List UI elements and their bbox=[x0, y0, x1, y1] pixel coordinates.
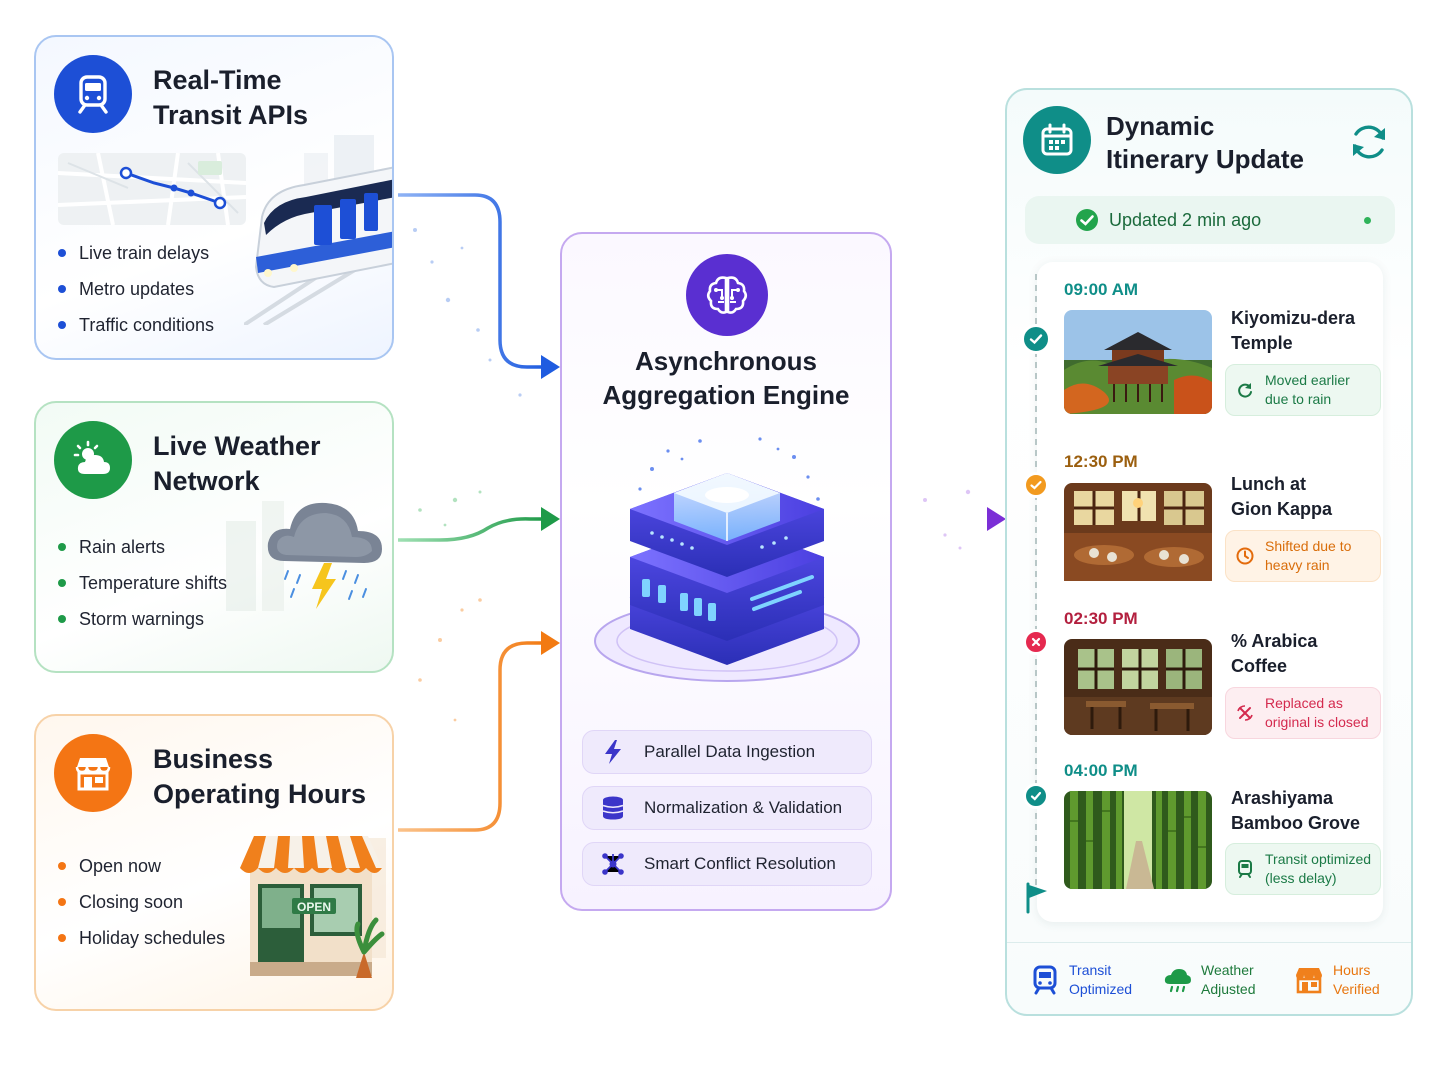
flag-icon bbox=[1026, 882, 1047, 914]
calendar-icon bbox=[1023, 106, 1091, 174]
hours-source-card: Business Operating Hours OPEN Open now C… bbox=[34, 714, 394, 1011]
weather-connector bbox=[398, 517, 545, 542]
list-item: Holiday schedules bbox=[58, 920, 225, 956]
check-circle-icon bbox=[1076, 209, 1098, 231]
rotate-icon bbox=[1238, 383, 1252, 398]
stop-change-note: Transit optimized(less delay) bbox=[1225, 843, 1381, 895]
timeline-line bbox=[1035, 274, 1037, 888]
transit-bullet-list: Live train delays Metro updates Traffic … bbox=[58, 235, 214, 343]
lightning-icon bbox=[605, 740, 621, 764]
aggregation-engine-card: Asynchronous Aggregation Engine Parallel… bbox=[560, 232, 892, 911]
open-sign: OPEN bbox=[296, 900, 331, 914]
cloud-rain-icon bbox=[1164, 969, 1191, 993]
network-nodes-icon bbox=[602, 853, 624, 875]
transit-card-title: Real-Time Transit APIs bbox=[153, 65, 309, 130]
itinerary-title: Dynamic Itinerary Update bbox=[1106, 111, 1304, 174]
hours-connector bbox=[398, 641, 545, 832]
list-item: Traffic conditions bbox=[58, 307, 214, 343]
list-item: Storm warnings bbox=[58, 601, 227, 637]
itinerary-card: Dynamic Itinerary Update Updated 2 min a… bbox=[1005, 88, 1413, 1016]
list-item: Metro updates bbox=[58, 271, 214, 307]
close-icon bbox=[1023, 629, 1049, 655]
train-illustration bbox=[244, 135, 392, 325]
train-icon bbox=[1033, 965, 1057, 995]
database-icon bbox=[602, 796, 624, 820]
cafe-photo bbox=[1064, 639, 1212, 735]
weather-card-title: Live Weather Network bbox=[153, 431, 321, 496]
temple-photo bbox=[1064, 310, 1212, 414]
list-item: Temperature shifts bbox=[58, 565, 227, 601]
weather-source-card: Live Weather Network Rain alerts Tempera… bbox=[34, 401, 394, 673]
update-status-bar: Updated 2 min ago bbox=[1025, 196, 1395, 244]
hours-arrowhead bbox=[541, 631, 560, 655]
feature-parallel-ingestion: Parallel Data Ingestion bbox=[582, 730, 872, 774]
feature-conflict-resolution: Smart Conflict Resolution bbox=[582, 842, 872, 886]
transit-source-card: Real-Time Transit APIs Live train delays… bbox=[34, 35, 394, 360]
hours-bullet-list: Open now Closing soon Holiday schedules bbox=[58, 848, 225, 956]
check-icon bbox=[1023, 783, 1049, 809]
list-item: Live train delays bbox=[58, 235, 214, 271]
replace-icon bbox=[1237, 705, 1253, 721]
weather-icon bbox=[54, 421, 132, 499]
transit-arrowhead bbox=[541, 355, 560, 379]
live-indicator-dot bbox=[1364, 217, 1371, 224]
weather-arrowhead bbox=[541, 507, 560, 531]
output-arrowhead bbox=[987, 507, 1006, 531]
brain-circuit-icon bbox=[686, 254, 768, 336]
storefront-illustration: OPEN bbox=[236, 828, 392, 988]
storm-cloud-illustration bbox=[226, 501, 382, 611]
list-item: Open now bbox=[58, 848, 225, 884]
bamboo-photo bbox=[1064, 791, 1212, 889]
stop-time: 04:00 PM bbox=[1064, 761, 1138, 780]
stop-time: 09:00 AM bbox=[1064, 280, 1139, 299]
check-icon bbox=[1021, 324, 1051, 354]
storefront-icon bbox=[54, 734, 132, 812]
train-icon bbox=[1238, 860, 1252, 878]
train-icon bbox=[54, 55, 132, 133]
clock-icon bbox=[1236, 547, 1254, 565]
hours-card-title: Business Operating Hours bbox=[153, 744, 367, 809]
storefront-icon bbox=[1296, 968, 1322, 994]
stop-time: 12:30 PM bbox=[1064, 452, 1138, 471]
route-map-thumbnail bbox=[58, 153, 246, 225]
feature-normalization: Normalization & Validation bbox=[582, 786, 872, 830]
stop-time: 02:30 PM bbox=[1064, 609, 1138, 628]
transit-connector bbox=[398, 193, 545, 369]
list-item: Closing soon bbox=[58, 884, 225, 920]
engine-title: Asynchronous Aggregation Engine bbox=[602, 346, 850, 410]
clock-icon bbox=[1023, 472, 1049, 498]
restaurant-photo bbox=[1064, 483, 1212, 587]
list-item: Rain alerts bbox=[58, 529, 227, 565]
update-status-text: Updated 2 min ago bbox=[1109, 209, 1262, 230]
weather-bullet-list: Rain alerts Temperature shifts Storm war… bbox=[58, 529, 227, 637]
server-stack-illustration bbox=[594, 437, 860, 682]
refresh-icon[interactable] bbox=[1347, 120, 1391, 164]
